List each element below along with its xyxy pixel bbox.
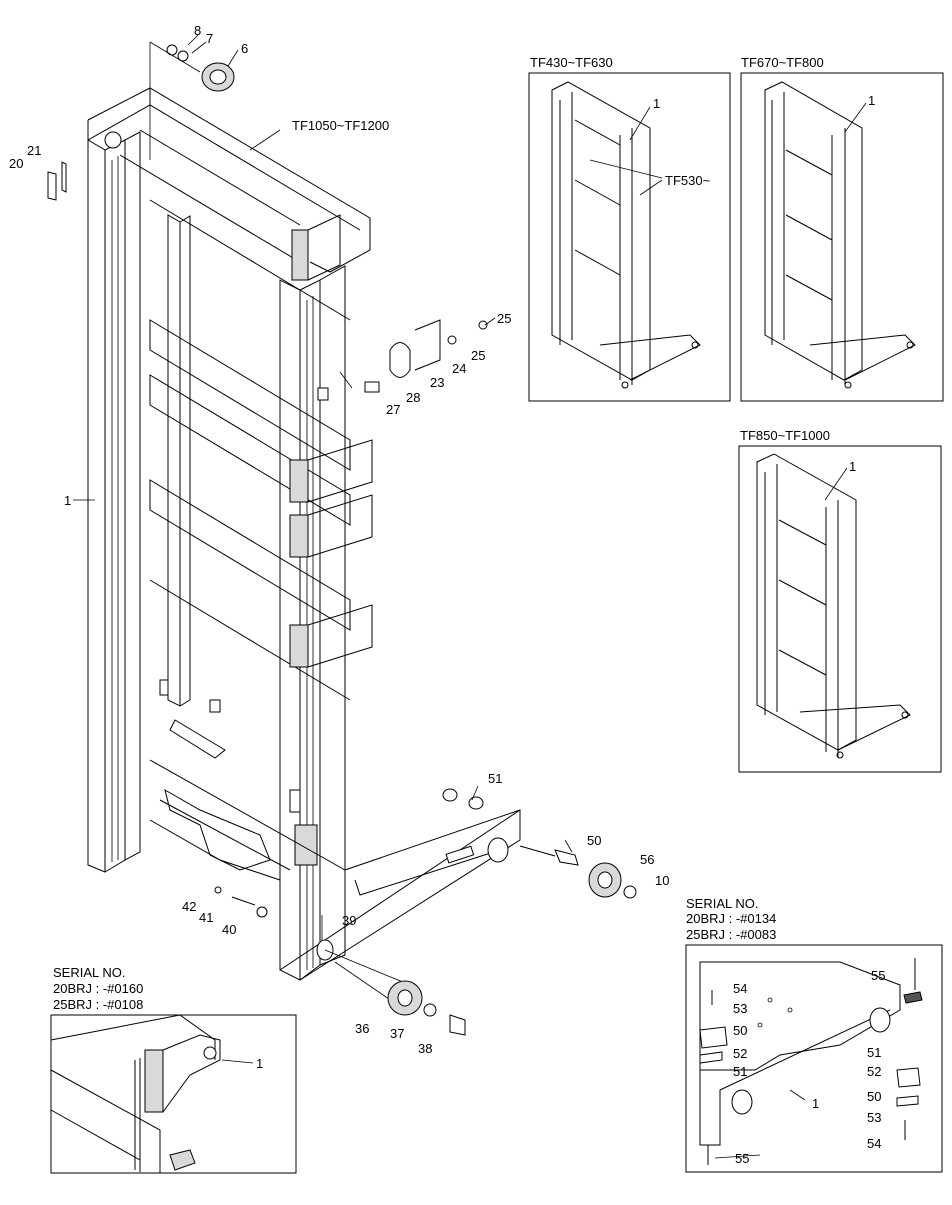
serial-right-line2: 25BRJ : -#0083 [686, 927, 776, 942]
part-label-20: 20 [9, 156, 23, 171]
serial-right-part-53-bottom: 53 [867, 1110, 881, 1125]
part-label-28: 28 [406, 390, 420, 405]
serial-right-line1: 20BRJ : -#0134 [686, 911, 776, 926]
serial-left-heading: SERIAL NO. [53, 965, 125, 980]
part-label-6: 6 [241, 41, 248, 56]
serial-right-part-52-top: 52 [733, 1046, 747, 1061]
serial-left-part-1: 1 [256, 1056, 263, 1071]
serial-right-part-54-bottom: 54 [867, 1136, 881, 1151]
part-label-37: 37 [390, 1026, 404, 1041]
inset-c-part-1: 1 [849, 459, 856, 474]
part-label-7: 7 [206, 31, 213, 46]
inset-title-tf430: TF430~TF630 [530, 55, 613, 70]
serial-right-part-54-top: 54 [733, 981, 747, 996]
inset-tf670-tf800 [740, 72, 944, 402]
part-label-51-main: 51 [488, 771, 502, 786]
part-label-36: 36 [355, 1021, 369, 1036]
serial-right-heading: SERIAL NO. [686, 896, 758, 911]
part-label-23: 23 [430, 375, 444, 390]
part-label-42: 42 [182, 899, 196, 914]
part-label-8: 8 [194, 23, 201, 38]
inset-tf430-tf630 [528, 72, 731, 402]
serial-right-part-50-bottom: 50 [867, 1089, 881, 1104]
serial-right-part-55-bottom: 55 [735, 1151, 749, 1166]
serial-right-part-51-top: 51 [733, 1064, 747, 1079]
inset-a-part-1: 1 [653, 96, 660, 111]
inset-tf850-tf1000 [738, 445, 942, 773]
inset-title-tf850: TF850~TF1000 [740, 428, 830, 443]
serial-right-part-53-top: 53 [733, 1001, 747, 1016]
inset-serial-right [685, 944, 943, 1173]
part-label-50-main: 50 [587, 833, 601, 848]
part-label-56: 56 [640, 852, 654, 867]
part-label-25-top: 25 [497, 311, 511, 326]
serial-left-line2: 25BRJ : -#0108 [53, 997, 143, 1012]
serial-right-part-52-bottom: 52 [867, 1064, 881, 1079]
part-label-24: 24 [452, 361, 466, 376]
main-mast-drawing [47, 32, 637, 1036]
part-label-25: 25 [471, 348, 485, 363]
serial-right-part-50-top: 50 [733, 1023, 747, 1038]
part-label-39: 39 [342, 913, 356, 928]
serial-right-part-1: 1 [812, 1096, 819, 1111]
inset-serial-left [50, 1014, 297, 1174]
part-label-1-main: 1 [64, 493, 71, 508]
inset-a-note: TF530~ [665, 173, 711, 188]
part-label-40: 40 [222, 922, 236, 937]
part-label-27: 27 [386, 402, 400, 417]
part-label-21: 21 [27, 143, 41, 158]
part-label-10: 10 [655, 873, 669, 888]
model-label-main: TF1050~TF1200 [292, 118, 389, 133]
serial-right-part-55-top: 55 [871, 968, 885, 983]
inset-title-tf670: TF670~TF800 [741, 55, 824, 70]
serial-right-part-51-bottom: 51 [867, 1045, 881, 1060]
serial-left-line1: 20BRJ : -#0160 [53, 981, 143, 996]
part-label-41: 41 [199, 910, 213, 925]
inset-b-part-1: 1 [868, 93, 875, 108]
part-label-38: 38 [418, 1041, 432, 1056]
